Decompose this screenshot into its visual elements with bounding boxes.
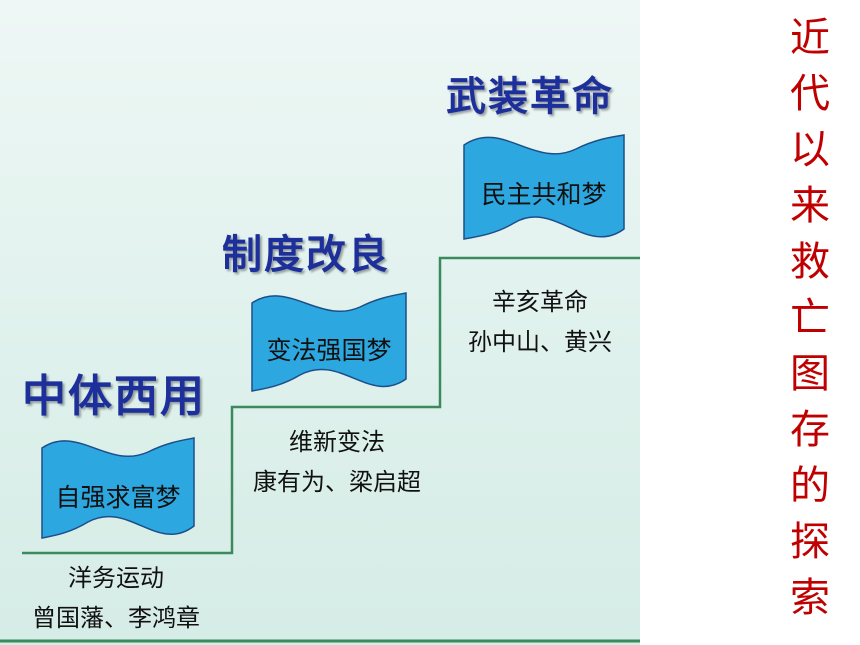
step-1-heading: 中体西用 [22,371,206,422]
step-3-figures: 孙中山、黄兴 [468,328,612,356]
step-1-description: 洋务运动 曾国藩、李鸿章 [0,558,232,638]
step-1-figures: 曾国藩、李鸿章 [32,604,200,632]
side-title-char: 救 [790,239,830,285]
side-title-char: 的 [790,463,830,509]
step-3-movement: 辛亥革命 [492,288,588,316]
step-2-heading: 制度改良 [222,232,390,278]
side-title-char: 亡 [790,295,830,341]
wave-banner-icon [41,437,195,539]
step-3-description: 辛亥革命 孙中山、黄兴 [440,282,640,362]
step-2-movement: 维新变法 [289,428,385,456]
step-2-dream-banner: 变法强国梦 [248,285,410,397]
side-title-char: 以 [790,127,830,173]
step-1-movement: 洋务运动 [68,564,164,592]
side-title-char: 存 [790,407,830,453]
step-3-dream-label: 民主共和梦 [481,180,607,209]
side-title-char: 索 [790,575,830,621]
side-title: 近代以来救亡图存的探索 [782,10,838,626]
step-2-description: 维新变法 康有为、梁启超 [232,422,442,502]
step-2-figures: 康有为、梁启超 [253,468,421,496]
side-title-char: 来 [790,183,830,229]
step-3-heading: 武装革命 [446,74,614,120]
wave-banner-icon [463,134,625,240]
step-2-dream-label: 变法强国梦 [266,336,392,365]
step-1-dream-label: 自强求富梦 [55,483,181,512]
side-title-char: 代 [790,71,830,117]
side-title-char: 图 [790,351,830,397]
staircase-line [0,256,640,643]
step-1-dream-banner: 自强求富梦 [38,430,198,545]
wave-banner-icon [251,292,407,392]
side-title-char: 近 [790,15,830,61]
step-3-dream-banner: 民主共和梦 [460,125,628,247]
side-title-char: 探 [790,519,830,565]
